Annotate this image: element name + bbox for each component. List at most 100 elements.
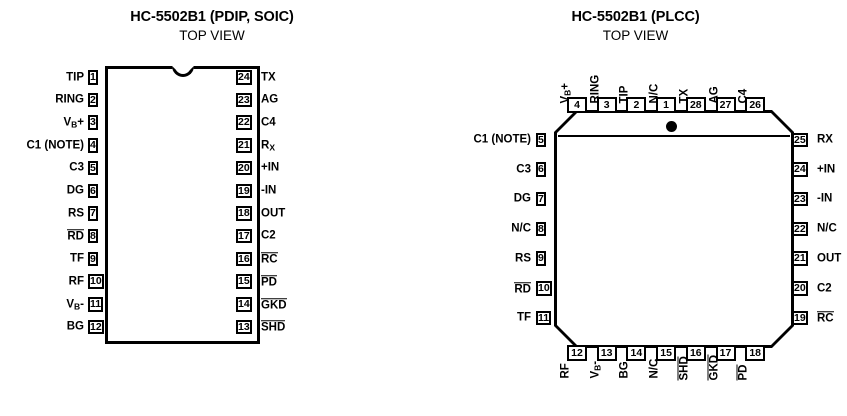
- plcc-title: HC-5502B1 (PLCC): [571, 9, 700, 25]
- plcc-label-9: RS: [515, 252, 531, 265]
- plcc-label-17: GKD: [707, 354, 721, 381]
- plcc-label-28: TX: [678, 88, 691, 104]
- pdip-pin-15: 15: [236, 274, 252, 289]
- plcc-label-21: OUT: [817, 252, 842, 265]
- plcc-pin-12: 12: [567, 345, 587, 361]
- plcc-label-18: PD: [736, 364, 750, 381]
- pdip-label-20: +IN: [261, 161, 280, 174]
- pdip-title: HC-5502B1 (PDIP, SOIC): [130, 9, 294, 25]
- pdip-pin-20: 20: [236, 160, 252, 176]
- plcc-label-16: SHD: [677, 356, 691, 381]
- pdip-label-4: C1 (NOTE): [26, 138, 85, 151]
- pdip-label-23: AG: [261, 93, 279, 106]
- pdip-pin-14: 14: [236, 297, 252, 312]
- plcc-label-12: RF: [559, 363, 572, 379]
- plcc-label-23: -IN: [817, 192, 833, 205]
- plcc-label-20: C2: [817, 281, 832, 294]
- plcc-label-7: DG: [513, 192, 531, 205]
- pdip-pin-2: 2: [88, 92, 98, 108]
- pdip-label-15: PD: [261, 275, 277, 289]
- plcc-pin-14: 14: [626, 345, 647, 361]
- plcc-pin-3: 3: [596, 97, 617, 113]
- pdip-label-8: RD: [67, 229, 84, 243]
- pdip-pin-23: 23: [236, 92, 252, 108]
- pdip-package-body: [105, 66, 260, 344]
- plcc-label-6: C3: [516, 162, 531, 175]
- plcc-pin-7: 7: [536, 191, 546, 207]
- plcc-pin-11: 11: [536, 310, 552, 326]
- pdip-label-10: RF: [68, 275, 84, 288]
- plcc-label-26: C4: [737, 88, 750, 104]
- pdip-label-22: C4: [261, 116, 276, 129]
- pdip-pin-6: 6: [88, 183, 98, 198]
- plcc-label-25: RX: [817, 133, 833, 146]
- plcc-pin-16: 16: [685, 345, 706, 361]
- pdip-label-24: TX: [261, 70, 276, 83]
- pdip-pin-16: 16: [236, 251, 252, 267]
- pdip-pin-7: 7: [88, 206, 98, 221]
- plcc-pin-18: 18: [745, 345, 766, 361]
- pdip-pin-19: 19: [236, 183, 252, 198]
- plcc-label-27: AG: [708, 86, 720, 104]
- plcc-pin-2: 2: [626, 97, 647, 113]
- pdip-label-16: RC: [261, 252, 278, 266]
- plcc-label-19: RC: [817, 311, 834, 325]
- plcc-pin-19: 19: [792, 310, 808, 326]
- pdip-label-9: TF: [69, 252, 84, 265]
- pdip-pin-4: 4: [88, 138, 98, 153]
- pdip-pin-1: 1: [88, 70, 98, 85]
- plcc-label-22: N/C: [817, 222, 837, 235]
- plcc-label-11: TF: [516, 311, 531, 324]
- plcc-title-block: HC-5502B1 (PLCC) TOP VIEW: [424, 10, 847, 42]
- plcc-label-5: C1 (NOTE): [473, 133, 532, 146]
- plcc-pin-21: 21: [792, 251, 808, 266]
- plcc-label-24: +IN: [817, 162, 836, 175]
- pdip-label-7: RS: [68, 206, 84, 219]
- plcc-label-3: RING: [589, 74, 602, 104]
- plcc-pin-17: 17: [715, 345, 736, 361]
- plcc-pin-26: 26: [745, 97, 766, 113]
- plcc-body-fill: [557, 113, 791, 345]
- plcc-label-2: TIP: [618, 85, 631, 104]
- pdip-pin-21: 21: [236, 138, 252, 153]
- plcc-pin-24: 24: [792, 162, 808, 177]
- plcc-pin-13: 13: [596, 345, 617, 361]
- pdip-label-2: RING: [55, 93, 84, 106]
- plcc-pin-5: 5: [536, 132, 546, 147]
- plcc-pin-27: 27: [715, 97, 736, 113]
- plcc-pin-25: 25: [792, 132, 808, 147]
- plcc-top-separator-line: [558, 135, 790, 137]
- plcc-label-13: VB-: [589, 360, 603, 379]
- plcc-pin-15: 15: [656, 345, 677, 361]
- pdip-label-19: -IN: [261, 184, 277, 197]
- plcc-pin-1: 1: [656, 97, 677, 113]
- plcc-pin-20: 20: [792, 281, 808, 296]
- pdip-subtitle: TOP VIEW: [179, 27, 245, 43]
- pdip-label-13: SHD: [261, 320, 286, 334]
- pdip-label-21: RX: [261, 138, 275, 152]
- pdip-label-5: C3: [69, 161, 84, 174]
- pdip-pin-9: 9: [88, 251, 98, 267]
- plcc-pin-22: 22: [792, 221, 808, 237]
- pdip-pin-5: 5: [88, 160, 98, 176]
- pdip-label-18: OUT: [261, 206, 286, 219]
- pdip-pin-3: 3: [88, 115, 98, 130]
- pdip-title-block: HC-5502B1 (PDIP, SOIC) TOP VIEW: [0, 10, 424, 42]
- pdip-pin-22: 22: [236, 115, 252, 130]
- pdip-pin-10: 10: [88, 274, 104, 289]
- plcc-package-body: [554, 110, 794, 348]
- pdip-label-17: C2: [261, 229, 276, 242]
- pdip-orientation-notch: [171, 66, 194, 77]
- plcc-label-8: N/C: [511, 222, 531, 235]
- pdip-label-1: TIP: [66, 70, 84, 83]
- plcc-label-4: VB+: [559, 82, 573, 104]
- plcc-pin-9: 9: [536, 251, 546, 266]
- plcc-pin-4: 4: [567, 97, 587, 113]
- plcc-label-10: RD: [514, 281, 531, 295]
- plcc-pin-10: 10: [536, 281, 552, 296]
- plcc-pin1-dot-marker: [666, 121, 677, 132]
- pdip-pin-11: 11: [88, 297, 104, 312]
- pdip-pin-8: 8: [88, 228, 98, 244]
- plcc-label-15: N/C: [648, 358, 661, 379]
